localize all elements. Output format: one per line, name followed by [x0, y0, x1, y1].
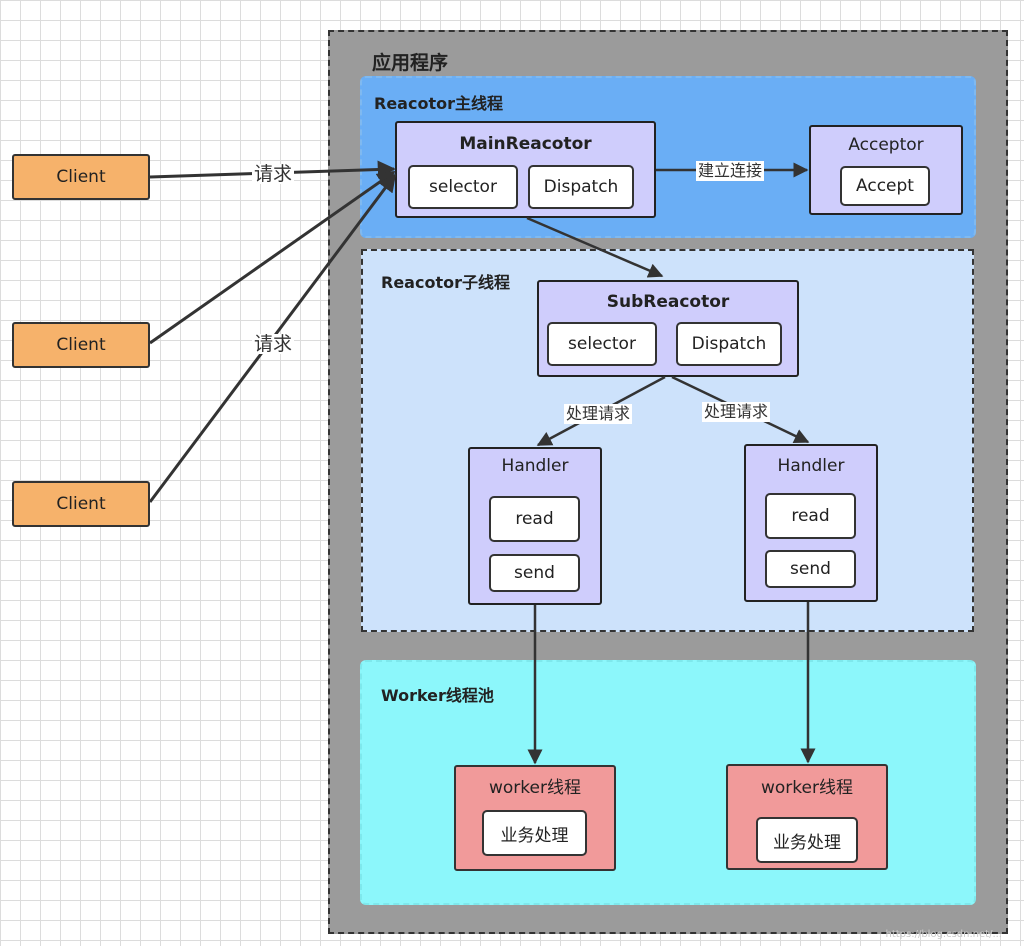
handler-title-1: Handler: [501, 456, 569, 476]
handler-title-2: Handler: [777, 456, 845, 476]
handler-1-read: read: [489, 496, 580, 542]
sub-reactor-thread-title: Reacotor子线程: [381, 273, 510, 292]
watermark: https://blog.csdn.net/...: [885, 929, 1002, 940]
application-title: 应用程序: [372, 52, 449, 74]
edge-label-request-2: 请求: [252, 333, 295, 355]
client-box-1: Client: [12, 154, 150, 200]
acceptor-title: Acceptor: [848, 135, 924, 155]
worker-title-1: worker线程: [489, 778, 581, 798]
main-reactor-title: MainReacotor: [459, 134, 592, 154]
edge-label-handle-1: 处理请求: [564, 404, 633, 424]
accept-box: Accept: [840, 166, 930, 206]
main-reactor-thread-title: Reacotor主线程: [374, 94, 503, 113]
main-reactor-dispatch: Dispatch: [528, 165, 634, 209]
sub-reactor-dispatch: Dispatch: [676, 322, 782, 366]
worker-1-task: 业务处理: [482, 810, 587, 856]
edge-label-request-1: 请求: [252, 163, 295, 185]
worker-pool-title: Worker线程池: [381, 686, 494, 705]
worker-title-2: worker线程: [761, 778, 853, 798]
client-box-3: Client: [12, 481, 150, 527]
client-box-2: Client: [12, 322, 150, 368]
main-reactor-selector: selector: [408, 165, 518, 209]
sub-reactor-title: SubReacotor: [606, 292, 730, 312]
handler-1-send: send: [489, 554, 580, 592]
worker-2-task: 业务处理: [756, 817, 858, 863]
sub-reactor-selector: selector: [547, 322, 657, 366]
handler-2-read: read: [765, 493, 856, 539]
edge-label-handle-2: 处理请求: [702, 402, 771, 422]
edge-label-connect: 建立连接: [696, 161, 765, 181]
handler-2-send: send: [765, 550, 856, 588]
